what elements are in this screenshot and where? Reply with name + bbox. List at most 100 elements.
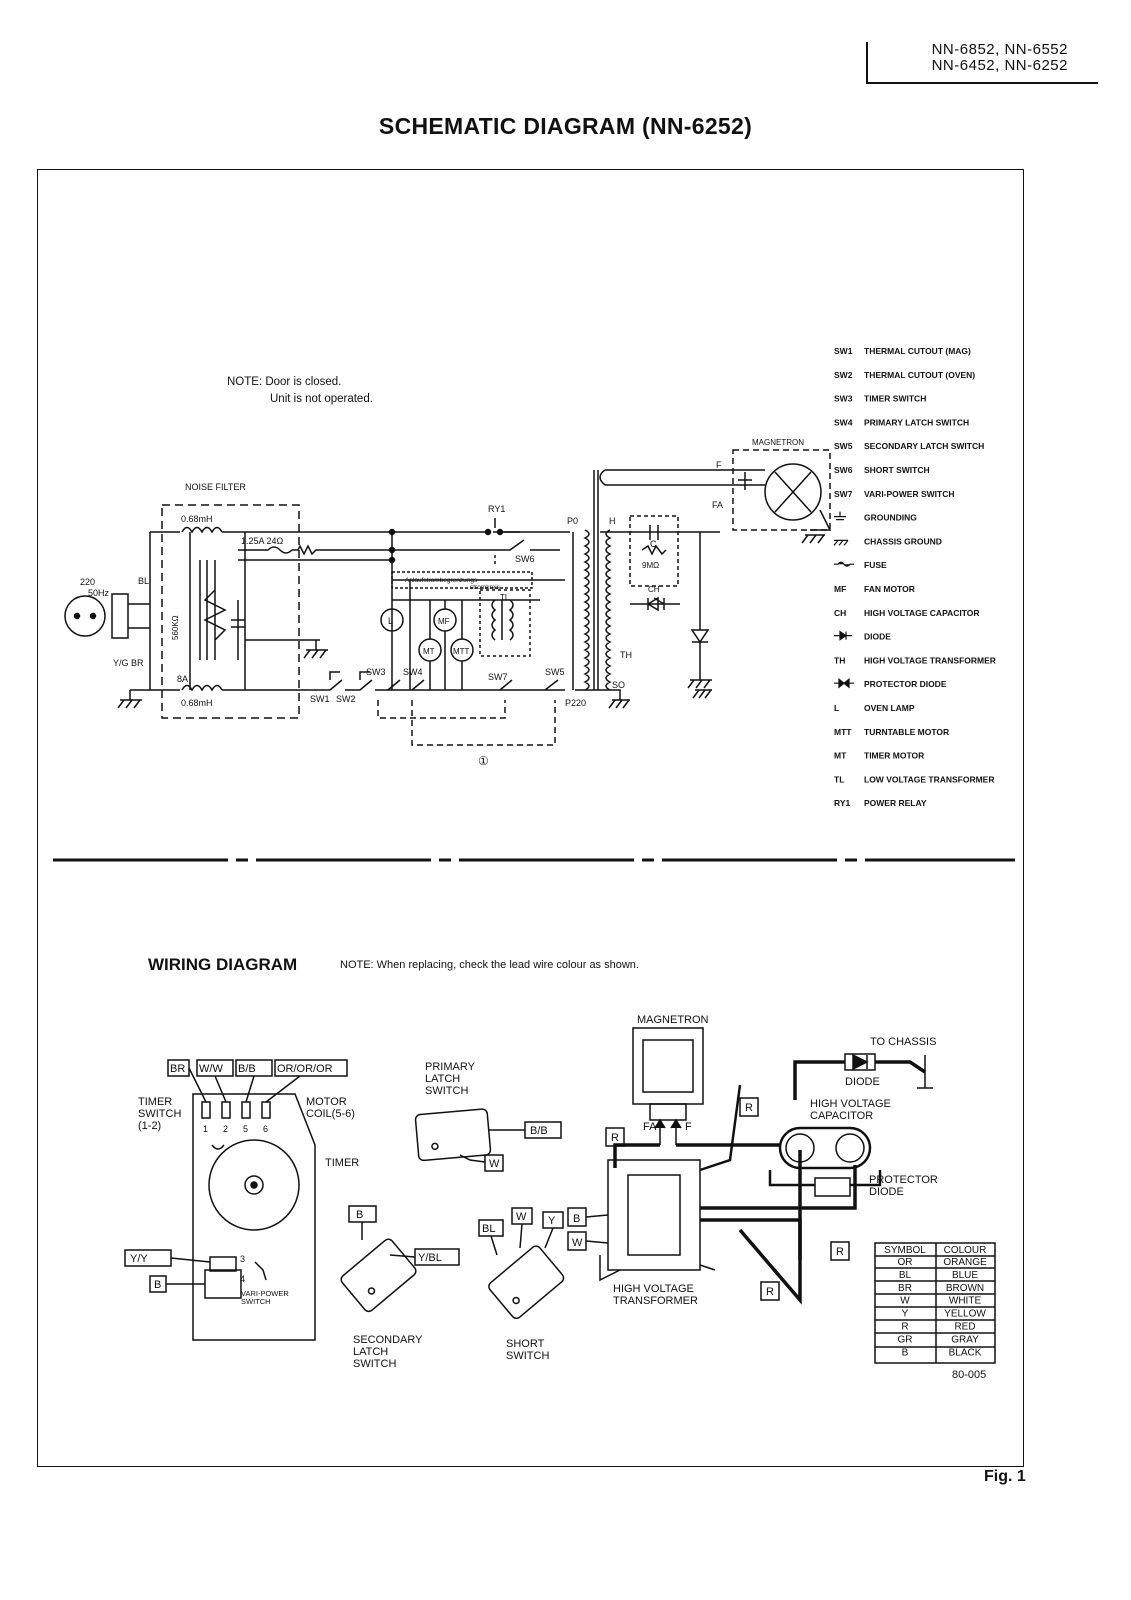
mtt-label: MTT	[453, 647, 470, 656]
tag-r-2: R	[745, 1102, 753, 1114]
legend-description: HIGH VOLTAGE TRANSFORMER	[864, 655, 996, 665]
fuse-8a-label: 8A	[177, 674, 188, 684]
magnetron-wiring-label: MAGNETRON	[637, 1014, 709, 1026]
legend-description: LOW VOLTAGE TRANSFORMER	[864, 774, 994, 784]
timer-switch-label-2: SWITCH	[138, 1108, 181, 1120]
colour-table-colour: BROWN	[946, 1283, 984, 1294]
tag-bl: BL	[482, 1223, 495, 1235]
primary-label-1: PRIMARY	[425, 1061, 476, 1073]
legend-code: CH	[834, 608, 846, 618]
legend-code: L	[834, 703, 839, 713]
diode-body	[844, 1053, 876, 1071]
hv-capacitor-body	[778, 1126, 872, 1170]
short-label-2: SWITCH	[506, 1350, 549, 1362]
grounding-icon	[834, 511, 846, 521]
colour-table-header: SYMBOL	[884, 1245, 926, 1256]
hv-transformer-body	[607, 1159, 701, 1271]
protector-diode-body	[814, 1177, 851, 1197]
secondary-latch-switch-body	[340, 1238, 417, 1313]
diagram-frame	[37, 169, 1024, 1467]
short-switch-body	[488, 1245, 565, 1320]
colour-table-header: COLOUR	[944, 1245, 987, 1256]
yg-br-label: Y/G BR	[113, 658, 144, 668]
mf-label: MF	[438, 617, 450, 626]
legend-description: FAN MOTOR	[864, 584, 915, 594]
fa-label: FA	[712, 500, 723, 510]
ry1-label: RY1	[488, 504, 505, 514]
magnetron-icon	[764, 463, 822, 521]
f-terminal-label: F	[685, 1121, 692, 1133]
fuse-icon	[834, 561, 854, 567]
legend-code: SW2	[834, 370, 853, 380]
c-label: C	[650, 539, 657, 549]
primary-label-2: LATCH	[425, 1073, 460, 1085]
vari-power-label-1: VARI-POWER	[241, 1289, 289, 1298]
legend-description: GROUNDING	[864, 513, 917, 523]
inductor-bottom	[181, 684, 223, 692]
timer-tag-bb: B/B	[238, 1063, 256, 1075]
timer-tag-or: OR/OR/OR	[277, 1063, 333, 1075]
models-line-2: NN-6452, NN-6252	[931, 57, 1068, 74]
schematic-note-2: Unit is not operated.	[270, 393, 373, 405]
figure-code: 80-005	[952, 1369, 986, 1381]
legend-code: RY1	[834, 798, 850, 808]
colour-table-symbol: Y	[902, 1309, 909, 1320]
vari-power-label-2: SWITCH	[241, 1297, 271, 1306]
tag-yy: Y/Y	[130, 1253, 148, 1265]
hv-transformer-label-1: HIGH VOLTAGE	[613, 1283, 694, 1295]
transformer-secondary	[605, 529, 612, 691]
tl-label: TL	[500, 593, 510, 602]
sw5-label: SW5	[545, 667, 565, 677]
colour-table-colour: BLUE	[952, 1270, 978, 1281]
legend-description: CHASSIS GROUND	[864, 536, 942, 546]
legend-description: THERMAL CUTOUT (MAG)	[864, 346, 971, 356]
timer-switch-label-1: TIMER	[138, 1096, 172, 1108]
fuse-rating-label: 1.25A 24Ω	[241, 536, 284, 546]
primary-label-3: SWITCH	[425, 1085, 468, 1097]
to-chassis-label: TO CHASSIS	[870, 1036, 936, 1048]
legend-code: SW3	[834, 394, 853, 404]
noise-filter-box	[161, 504, 300, 719]
legend-description: DIODE	[864, 632, 891, 642]
hv-transformer-label-2: TRANSFORMER	[613, 1295, 698, 1307]
pin-5: 5	[243, 1124, 248, 1134]
colour-table-symbol: B	[902, 1347, 909, 1358]
models-line-1: NN-6852, NN-6552	[931, 41, 1068, 58]
f-label: F	[716, 460, 722, 470]
colour-table-symbol: R	[901, 1322, 908, 1333]
sw6-label: SW6	[515, 554, 535, 564]
mt-label: MT	[423, 647, 435, 656]
legend-description: PROTECTOR DIODE	[864, 679, 947, 689]
figure-label: Fig. 1	[984, 1468, 1026, 1485]
legend-description: HIGH VOLTAGE CAPACITOR	[864, 608, 980, 618]
lamp-label: L	[388, 616, 393, 626]
pin-3: 3	[240, 1254, 245, 1264]
supply-voltage: 220	[80, 577, 95, 587]
legend-description: SHORT SWITCH	[864, 465, 930, 475]
lamp-icon	[380, 608, 404, 632]
th-label: TH	[620, 650, 632, 660]
tag-bb: B/B	[530, 1125, 548, 1137]
tl-box	[479, 589, 531, 657]
sw3-label: SW3	[366, 667, 386, 677]
motor-coil-label-1: MOTOR	[306, 1096, 347, 1108]
inductor-top-label: 0.68mH	[181, 514, 213, 524]
colour-table-colour: GRAY	[951, 1334, 979, 1345]
colour-table-symbol: BL	[899, 1270, 912, 1281]
magnetron-box	[732, 449, 831, 531]
pin-1: 1	[203, 1124, 208, 1134]
motor-coil-label-2: COIL(5-6)	[306, 1108, 355, 1120]
colour-table-colour: YELLOW	[944, 1309, 986, 1320]
legend-code: SW4	[834, 417, 853, 427]
colour-table-colour: WHITE	[949, 1296, 982, 1307]
res-9m-label: 9MΩ	[642, 561, 659, 570]
legend-code: SW1	[834, 346, 853, 356]
timer-tag-ww: W/W	[199, 1063, 223, 1075]
secondary-label-3: SWITCH	[353, 1358, 396, 1370]
schematic-note-1: NOTE: Door is closed.	[227, 376, 341, 388]
timer-tag-br: BR	[170, 1063, 185, 1075]
fa-terminal-label: FA	[643, 1121, 657, 1133]
legend-code: SW6	[834, 465, 853, 475]
wiring-title: WIRING DIAGRAM	[148, 955, 297, 974]
